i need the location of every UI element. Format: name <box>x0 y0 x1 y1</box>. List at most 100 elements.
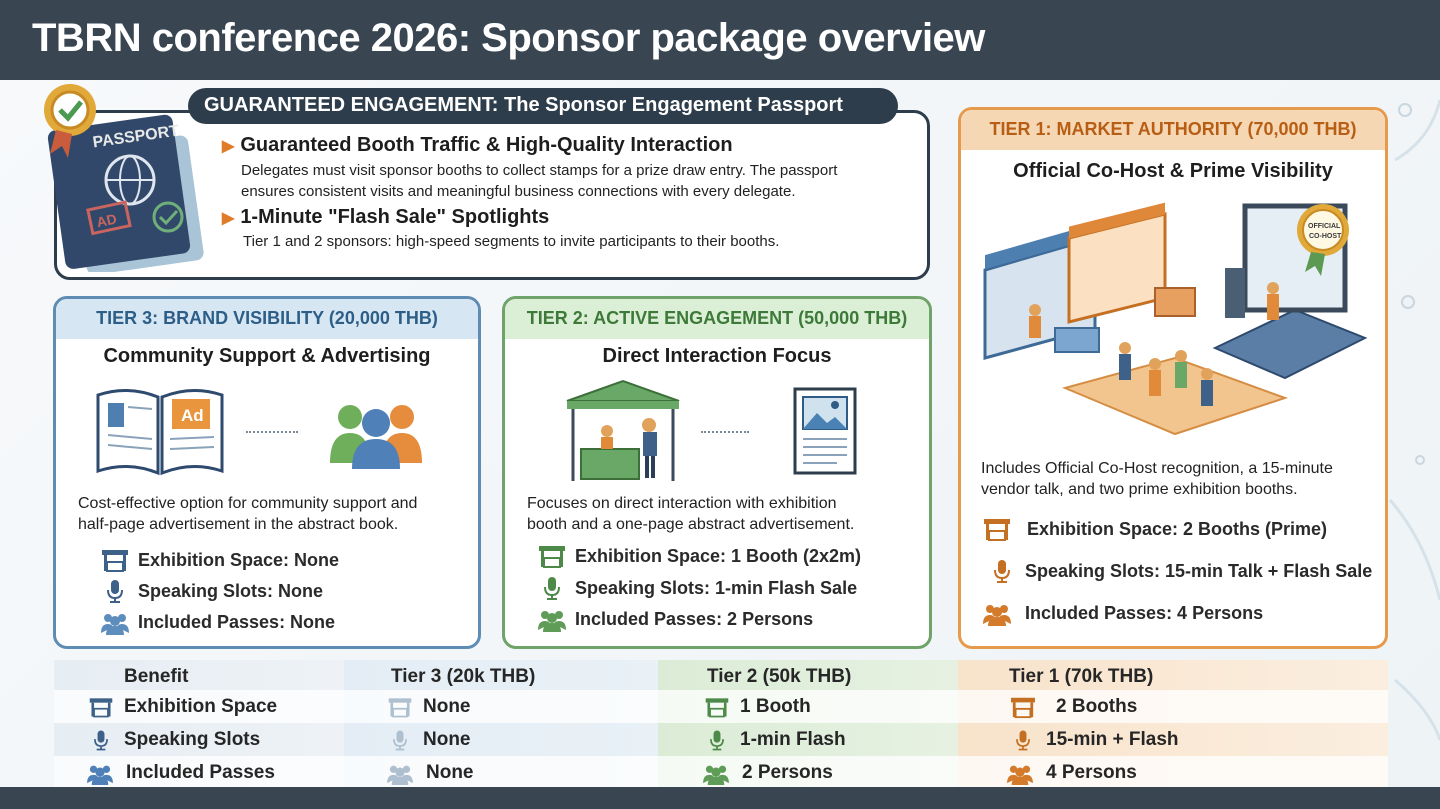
tier3-feature-passes-text: Included Passes: None <box>138 611 336 632</box>
tier3-description: Cost-effective option for community supp… <box>78 493 417 535</box>
tier3-desc-line1: Cost-effective option for community supp… <box>78 495 418 512</box>
tier2-description: Focuses on direct interaction with exhib… <box>527 493 854 535</box>
tier1-heading: TIER 1: MARKET AUTHORITY (70,000 THB) <box>961 110 1385 150</box>
background-pattern <box>1388 99 1440 741</box>
microphone-icon <box>987 558 1017 584</box>
tier2-feature-exhibition-text: Exhibition Space: 1 Booth (2x2m) <box>575 545 862 566</box>
tier3-feature-exhibition: Exhibition Space: None <box>100 547 339 573</box>
tier1-feature-passes: Included Passes: 4 Persons <box>977 600 1263 626</box>
cell-tier2: 2 Persons <box>700 756 833 789</box>
tier2-feature-passes-text: Included Passes: 2 Persons <box>575 608 814 629</box>
cell-benefit-text: Included Passes <box>126 761 275 783</box>
document-icon <box>793 387 857 475</box>
passport-heading: GUARANTEED ENGAGEMENT: The Sponsor Engag… <box>188 88 898 124</box>
book-icon: Ad <box>96 389 224 476</box>
badge-line2: CO-HOST <box>1309 233 1342 240</box>
bullet-2-title: 1-Minute "Flash Sale" Spotlights <box>240 206 550 228</box>
page-title: TBRN conference 2026: Sponsor package ov… <box>32 16 985 60</box>
ad-label: Ad <box>181 406 204 425</box>
booth-icon <box>704 695 730 719</box>
booth-icon <box>100 547 130 573</box>
cell-benefit: Exhibition Space <box>88 690 277 723</box>
tier2-feature-speaking: Speaking Slots: 1-min Flash Sale <box>537 575 857 601</box>
ad-stamp: AD <box>95 210 118 230</box>
cell-tier3-text: None <box>423 728 471 750</box>
tier3-subtitle: Community Support & Advertising <box>103 345 431 367</box>
cell-tier2-text: 1 Booth <box>740 695 811 717</box>
tier1-desc-line2: vendor talk, and two prime exhibition bo… <box>981 481 1298 498</box>
cell-tier1-text: 4 Persons <box>1046 761 1137 783</box>
booth-icon <box>387 695 413 719</box>
tier2-card: TIER 2: ACTIVE ENGAGEMENT (50,000 THB) D… <box>502 296 932 649</box>
cell-tier2: 1 Booth <box>704 690 811 723</box>
microphone-icon <box>704 728 730 752</box>
tier2-feature-speaking-text: Speaking Slots: 1-min Flash Sale <box>575 577 858 598</box>
tier3-feature-exhibition-text: Exhibition Space: None <box>138 549 340 570</box>
booth-icon <box>537 543 567 569</box>
passport-bullet-1: ▶Guaranteed Booth Traffic & High-Quality… <box>222 134 733 157</box>
people-icon <box>537 606 567 632</box>
bullet-triangle-icon: ▶ <box>222 210 235 227</box>
tier1-desc-line1: Includes Official Co-Host recognition, a… <box>981 460 1333 477</box>
cell-benefit: Included Passes <box>84 756 275 789</box>
header-benefit: Benefit <box>124 665 189 687</box>
tent-booth-icon <box>566 379 680 481</box>
table-header-row: Benefit Tier 3 (20k THB) Tier 2 (50k THB… <box>54 660 1388 693</box>
cell-tier3-text: None <box>423 695 471 717</box>
header-tier3: Tier 3 (20k THB) <box>391 665 536 687</box>
tier1-description: Includes Official Co-Host recognition, a… <box>981 458 1333 500</box>
booth-icon <box>88 695 114 719</box>
tier1-subtitle: Official Co-Host & Prime Visibility <box>1013 160 1333 182</box>
passport-bullet-2: ▶ 1-Minute "Flash Sale" Spotlights <box>222 206 549 229</box>
microphone-icon <box>537 575 567 601</box>
microphone-icon <box>100 578 130 604</box>
microphone-icon <box>387 728 413 752</box>
table-row: Included Passes None 2 Persons 4 Persons <box>54 756 1388 789</box>
table-row: Speaking Slots None 1-min Flash 15-min +… <box>54 723 1388 756</box>
cell-tier2-text: 2 Persons <box>742 761 833 783</box>
passport-bullet-2-desc: Tier 1 and 2 sponsors: high-speed segmen… <box>243 231 779 252</box>
cell-tier3: None <box>387 723 471 756</box>
cell-tier3: None <box>387 690 471 723</box>
connector-dots <box>701 431 749 433</box>
tier1-feature-speaking-text: Speaking Slots: 15-min Talk + Flash Sale <box>1025 560 1373 581</box>
cell-tier1: 2 Booths <box>1000 690 1137 723</box>
tier2-heading: TIER 2: ACTIVE ENGAGEMENT (50,000 THB) <box>505 299 929 339</box>
tier3-feature-speaking: Speaking Slots: None <box>100 578 323 604</box>
passport-icon: PASSPORT AD <box>44 84 204 272</box>
bullet-1-desc-line1: Delegates must visit sponsor booths to c… <box>241 162 838 179</box>
tier2-desc-line1: Focuses on direct interaction with exhib… <box>527 495 837 512</box>
tier2-desc-line2: booth and a one-page abstract advertisem… <box>527 516 855 533</box>
people-icon <box>1004 761 1036 785</box>
cell-tier3-text: None <box>426 761 474 783</box>
people-icon <box>100 609 130 635</box>
microphone-icon <box>1010 728 1036 752</box>
tier2-subtitle: Direct Interaction Focus <box>602 345 832 367</box>
comparison-table: Benefit Tier 3 (20k THB) Tier 2 (50k THB… <box>54 660 1388 789</box>
cell-benefit-text: Exhibition Space <box>124 695 278 717</box>
tier2-feature-exhibition: Exhibition Space: 1 Booth (2x2m) <box>537 543 861 569</box>
double-booth-icon <box>1000 695 1046 719</box>
connector-dots <box>246 431 298 433</box>
header-tier1: Tier 1 (70k THB) <box>1009 665 1154 687</box>
tier1-feature-exhibition-text: Exhibition Space: 2 Booths (Prime) <box>1027 518 1328 539</box>
bullet-1-desc-line2: ensures consistent visits and meaningful… <box>241 183 796 200</box>
tier2-feature-passes: Included Passes: 2 Persons <box>537 606 813 632</box>
tier1-card: TIER 1: MARKET AUTHORITY (70,000 THB) Of… <box>958 107 1388 649</box>
people-icon <box>977 600 1017 626</box>
bullet-1-title: Guaranteed Booth Traffic & High-Quality … <box>240 134 733 156</box>
badge-line1: OFFICIAL <box>1308 223 1341 230</box>
bottom-bar <box>0 787 1440 809</box>
tier3-card: TIER 3: BRAND VISIBILITY (20,000 THB) Co… <box>53 296 481 649</box>
passport-bullet-1-desc: Delegates must visit sponsor booths to c… <box>241 160 837 202</box>
people-icon <box>84 761 116 785</box>
title-bar: TBRN conference 2026: Sponsor package ov… <box>0 0 1440 80</box>
people-icon <box>384 761 416 785</box>
tier1-feature-exhibition: Exhibition Space: 2 Booths (Prime) <box>975 516 1327 542</box>
cell-tier2: 1-min Flash <box>704 723 846 756</box>
exhibition-hall-illustration: OFFICIAL CO-HOST <box>983 202 1368 436</box>
table-row: Exhibition Space None 1 Booth 2 Booths <box>54 690 1388 723</box>
tier3-desc-line2: half-page advertisement in the abstract … <box>78 516 399 533</box>
cell-tier3: None <box>384 756 474 789</box>
tier1-feature-speaking: Speaking Slots: 15-min Talk + Flash Sale <box>987 558 1372 584</box>
